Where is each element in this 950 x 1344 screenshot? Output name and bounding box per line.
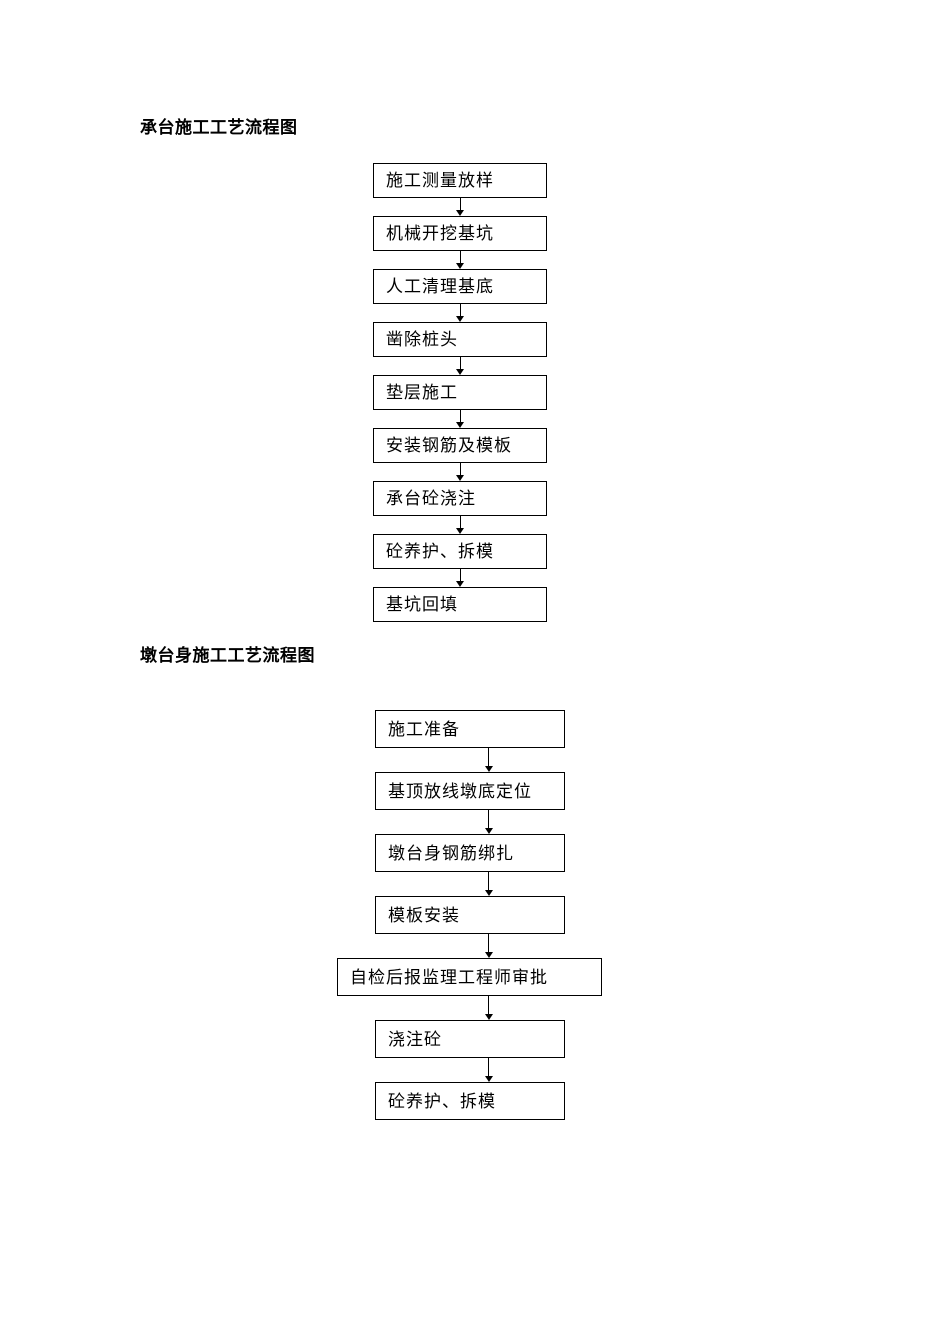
- flow-node: 承台砼浇注: [373, 481, 547, 516]
- flow-node: 墩台身钢筋绑扎: [375, 834, 565, 872]
- flow-node-label: 承台砼浇注: [386, 489, 476, 508]
- flow-node: 垫层施工: [373, 375, 547, 410]
- arrow-head-icon: [456, 581, 464, 587]
- flow-node-label: 砼养护、拆模: [388, 1091, 496, 1111]
- arrow-head-icon: [456, 263, 464, 269]
- flow-arrow-down: [373, 304, 547, 322]
- flow-arrow-down: [373, 410, 547, 428]
- flow-arrow-down: [375, 934, 602, 958]
- arrow-head-icon: [456, 528, 464, 534]
- flow-node-label: 施工准备: [388, 719, 460, 739]
- arrow-head-icon: [484, 1076, 493, 1082]
- arrow-head-icon: [456, 210, 464, 216]
- arrow-head-icon: [484, 766, 493, 772]
- flow-node-label: 基顶放线墩底定位: [388, 781, 532, 801]
- section-title-chengtai: 承台施工工艺流程图: [140, 118, 298, 137]
- arrow-head-icon: [484, 952, 493, 958]
- flow-node-label: 人工清理基底: [386, 277, 494, 296]
- flow-node-label: 施工测量放样: [386, 171, 494, 190]
- flow-node: 浇注砼: [375, 1020, 565, 1058]
- arrow-stem: [488, 748, 489, 767]
- flow-node: 施工准备: [375, 710, 565, 748]
- flow-node: 基坑回填: [373, 587, 547, 622]
- arrow-stem: [459, 198, 461, 211]
- flowchart-chengtai: 施工测量放样 机械开挖基坑 人工清理基底 凿除桩头 垫层施工: [373, 163, 547, 622]
- flow-node: 模板安装: [375, 896, 565, 934]
- flow-arrow-down: [373, 463, 547, 481]
- flow-node-label: 砼养护、拆模: [386, 542, 494, 561]
- arrow-stem: [488, 934, 489, 953]
- flow-node-label: 机械开挖基坑: [386, 224, 494, 243]
- arrow-stem: [459, 516, 461, 529]
- arrow-stem: [459, 304, 461, 317]
- flow-node: 砼养护、拆模: [373, 534, 547, 569]
- arrow-stem: [459, 251, 461, 264]
- arrow-stem: [459, 463, 461, 476]
- flow-arrow-down: [375, 996, 602, 1020]
- arrow-stem: [488, 872, 489, 891]
- arrow-stem: [488, 996, 489, 1015]
- flow-node-approval: 自检后报监理工程师审批: [337, 958, 602, 996]
- flow-arrow-down: [375, 1058, 602, 1082]
- arrow-stem: [459, 410, 461, 423]
- flow-node-label: 垫层施工: [386, 383, 458, 402]
- flow-node: 安装钢筋及模板: [373, 428, 547, 463]
- arrow-head-icon: [456, 369, 464, 375]
- arrow-head-icon: [456, 422, 464, 428]
- arrow-head-icon: [484, 890, 493, 896]
- section-title-duntaishen: 墩台身施工工艺流程图: [140, 646, 315, 665]
- flow-arrow-down: [373, 357, 547, 375]
- flow-arrow-down: [373, 198, 547, 216]
- arrow-head-icon: [484, 828, 493, 834]
- arrow-stem: [459, 569, 461, 582]
- flow-node-label: 浇注砼: [388, 1029, 442, 1049]
- arrow-stem: [488, 810, 489, 829]
- flow-node: 凿除桩头: [373, 322, 547, 357]
- flow-arrow-down: [375, 810, 602, 834]
- flow-node-label: 安装钢筋及模板: [386, 436, 512, 455]
- flow-arrow-down: [375, 872, 602, 896]
- arrow-head-icon: [456, 316, 464, 322]
- flow-node-label: 自检后报监理工程师审批: [350, 967, 548, 987]
- arrow-stem: [459, 357, 461, 370]
- flow-node-label: 凿除桩头: [386, 330, 458, 349]
- flow-node: 机械开挖基坑: [373, 216, 547, 251]
- flow-arrow-down: [373, 516, 547, 534]
- flow-arrow-down: [375, 748, 602, 772]
- flow-node: 施工测量放样: [373, 163, 547, 198]
- flow-arrow-down: [373, 251, 547, 269]
- flow-node: 人工清理基底: [373, 269, 547, 304]
- flow-node-label: 基坑回填: [386, 595, 458, 614]
- arrow-stem: [488, 1058, 489, 1077]
- flow-arrow-down: [373, 569, 547, 587]
- flow-node-label: 模板安装: [388, 905, 460, 925]
- flow-node-label: 墩台身钢筋绑扎: [388, 843, 514, 863]
- arrow-head-icon: [456, 475, 464, 481]
- flow-node: 基顶放线墩底定位: [375, 772, 565, 810]
- flowchart-duntaishen: 施工准备 基顶放线墩底定位 墩台身钢筋绑扎 模板安装 自检后报监理工程师: [337, 710, 602, 1120]
- arrow-head-icon: [484, 1014, 493, 1020]
- flow-node: 砼养护、拆模: [375, 1082, 565, 1120]
